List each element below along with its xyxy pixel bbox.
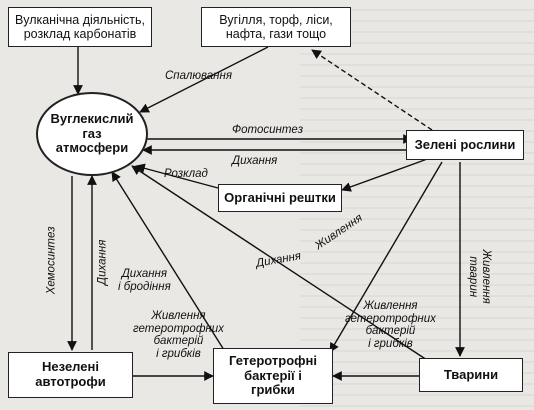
label-photosynthesis: Фотосинтез (232, 124, 304, 136)
node-organic-remains-label: Органічні рештки (224, 189, 336, 205)
node-organic-remains: Органічні рештки (218, 184, 342, 212)
arrow-decomposition (135, 163, 219, 189)
node-green-plants-label: Зелені рослини (414, 136, 516, 152)
label-respiration-fermentation: Дихання і бродіння (118, 268, 171, 293)
node-non-green-autotrophs: Незелені автотрофи (8, 352, 133, 398)
label-chemosynthesis: Хемосинтез (45, 226, 58, 295)
label-respiration-autotrophs: Дихання (96, 239, 109, 285)
label-burning: Спалювання (165, 70, 232, 82)
node-fossil-fuels: Вугілля, торф, ліси, нафта, гази тощо (201, 7, 351, 47)
arrow-plants-to-organic (341, 157, 431, 192)
node-animals: Тварини (419, 358, 523, 392)
node-animals-label: Тварини (443, 366, 499, 382)
label-decomposition: Розклад (164, 168, 208, 180)
arrow-respiration-fermentation (111, 171, 225, 351)
node-atmospheric-co2: Вуглекислий газ атмосфери (36, 92, 148, 176)
node-heterotrophic-bacteria-label: Гетеротрофні бактерії і грибки (228, 352, 317, 398)
node-volcanic: Вулканічна діяльність, розклад карбонаті… (8, 7, 152, 47)
arrow-plants-to-fossil (311, 49, 433, 131)
label-nutrition-hetero-right: Живлення гетеротрофних бактерій і грибкі… (345, 300, 436, 350)
label-animals-nutrition: Живлення тварин (467, 249, 492, 304)
node-non-green-autotrophs-label: Незелені автотрофи (35, 359, 106, 389)
arrow-respiration-animals (131, 165, 431, 363)
node-volcanic-label: Вулканічна діяльність, розклад карбонаті… (15, 12, 145, 41)
label-respiration-plants: Дихання (232, 155, 278, 167)
node-green-plants: Зелені рослини (406, 130, 524, 160)
label-nutrition-hetero-left: Живлення гетеротрофних бактерій і грибкі… (133, 310, 224, 360)
node-atmospheric-co2-label: Вуглекислий газ атмосфери (50, 110, 134, 156)
arrow-burning (139, 46, 269, 113)
node-heterotrophic-bacteria: Гетеротрофні бактерії і грибки (213, 348, 333, 404)
arrow-nutrition-plants (329, 161, 443, 353)
node-fossil-fuels-label: Вугілля, торф, ліси, нафта, гази тощо (219, 12, 333, 41)
